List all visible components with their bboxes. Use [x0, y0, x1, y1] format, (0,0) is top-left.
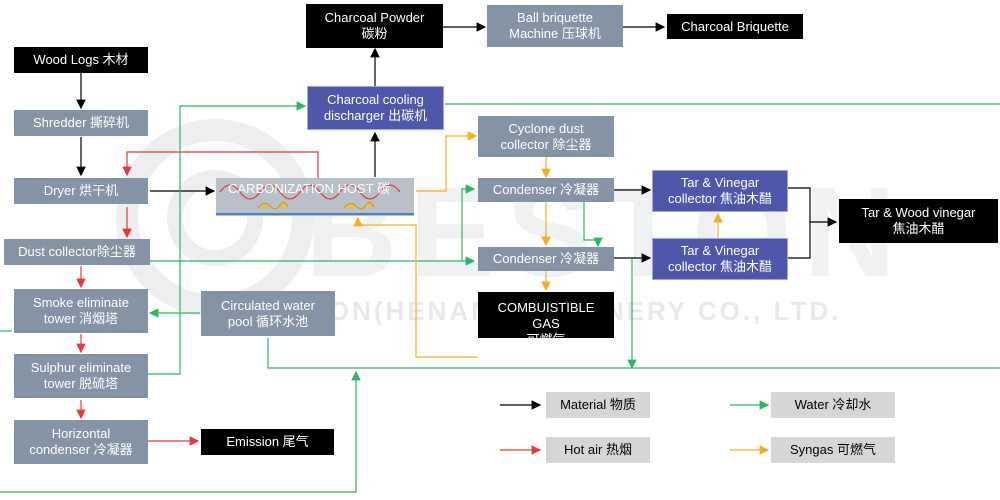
shredder-node: Shredder 撕碎机 [14, 110, 148, 136]
charcoal-powder-node: Charcoal Powder 碳粉 [306, 4, 443, 48]
legend-water: Water 冷却水 [771, 392, 895, 418]
smoke-eliminate-tower-node: Smoke eliminate tower 消烟塔 [14, 289, 148, 333]
material-flow-lines [76, 22, 838, 263]
cyclone-dust-collector-node: Cyclone dust collector 除尘器 [478, 116, 614, 157]
carbonization-host-image [216, 178, 414, 216]
legend-material: Material 物质 [546, 392, 650, 418]
carbonization-host-node: CARBONIZATION HOST 碳 [228, 181, 391, 196]
charcoal-briquette-node: Charcoal Briquette [667, 14, 803, 39]
legend-hot-air: Hot air 热烟 [546, 437, 650, 463]
tar-vinegar-collector-node-2: Tar & Vinegar collector 焦油木醋 [652, 238, 788, 280]
combustible-gas-node: COMBUISTIBLE GAS 可燃气 [478, 292, 614, 338]
horizontal-condenser-node: Horizontal condenser 冷凝器 [14, 420, 148, 464]
wood-logs-node: Wood Logs 木材 [14, 47, 148, 73]
emission-node: Emission 尾气 [201, 429, 334, 455]
tar-vinegar-collector-node-1: Tar & Vinegar collector 焦油木醋 [652, 170, 788, 212]
circulated-water-pool-node: Circulated water pool 循环水池 [201, 291, 335, 336]
legend-syngas: Syngas 可燃气 [771, 437, 895, 463]
condenser-node-1: Condenser 冷凝器 [478, 178, 614, 202]
tar-wood-vinegar-node: Tar & Wood vinegar 焦油木醋 [839, 199, 998, 243]
charcoal-cooling-discharger-node: Charcoal cooling discharger 出碳机 [307, 86, 444, 130]
hot-air-flow-lines [76, 151, 542, 455]
syngas-flow-lines [353, 131, 770, 455]
sulphur-eliminate-tower-node: Sulphur eliminate tower 脱硫塔 [14, 354, 148, 398]
condenser-node-2: Condenser 冷凝器 [478, 247, 614, 271]
ball-briquette-machine-node: Ball briquette Machine 压球机 [487, 5, 623, 47]
dust-collector-node: Dust collector除尘器 [4, 239, 150, 265]
water-flow-lines [0, 101, 1000, 493]
dryer-node: Dryer 烘干机 [14, 178, 148, 204]
